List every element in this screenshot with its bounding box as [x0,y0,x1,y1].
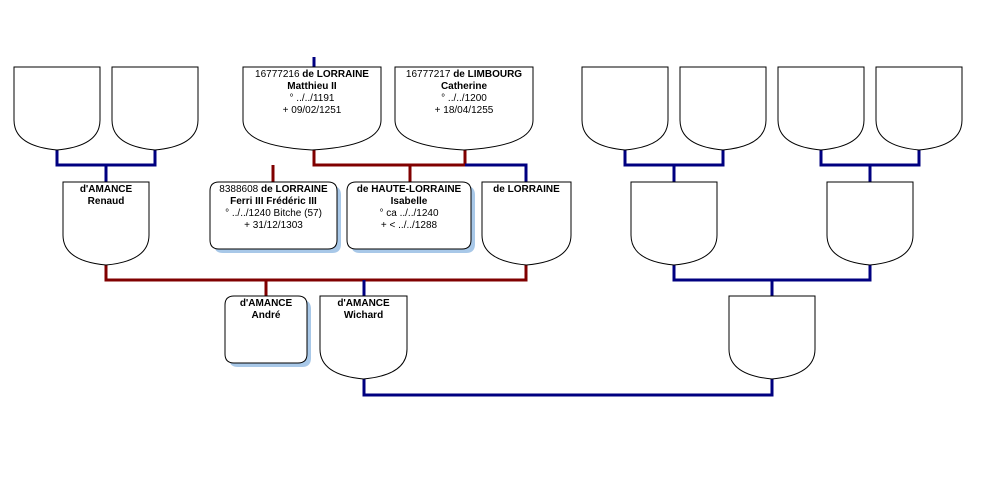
person-matthieu-label: 16777216 de LORRAINE Matthieu II ° ../..… [243,69,381,117]
person-lorraine-label: de LORRAINE [482,184,571,196]
box-lorraine [481,181,572,266]
given-name: Matthieu II [287,81,337,92]
box-outline [394,66,534,151]
box-outline [319,295,408,380]
given-name: Renaud [87,196,125,207]
birth-date: ° ca ../../1240 [379,208,439,219]
box-catherine [394,66,534,151]
box-unknown-9 [728,295,816,380]
person-wichard-label: d'AMANCE Wichard [320,298,407,322]
connector-line [312,150,467,167]
box-unknown-4 [679,66,767,151]
box-outline [111,66,199,151]
death-date: + < ../../1288 [380,220,438,231]
box-outline [242,66,382,151]
box-unknown-1 [13,66,101,151]
box-renaud [62,181,150,266]
birth-date: ° ../../1200 [441,93,487,104]
person-isabelle-label: de HAUTE-LORRAINE Isabelle ° ca ../../12… [347,184,471,232]
given-name: Isabelle [390,196,428,207]
box-outline [728,295,816,380]
sosa-number: 16777217 [405,69,451,80]
connector-line [623,150,725,167]
surname: de LIMBOURG [453,69,523,80]
surname: de LORRAINE [261,184,328,195]
box-outline [630,181,718,266]
given-name: Ferri III Frédéric III [230,196,317,207]
surname: d'AMANCE [337,298,390,309]
surname: de HAUTE-LORRAINE [356,184,462,195]
death-date: + 09/02/1251 [282,105,342,116]
person-renaud-label: d'AMANCE Renaud [63,184,149,208]
box-andre [224,295,311,367]
box-matthieu [242,66,382,151]
given-name: Wichard [343,310,384,321]
surname: d'AMANCE [239,298,293,309]
sosa-number: 8388608 [219,184,259,195]
surname: d'AMANCE [79,184,133,195]
connector-line [672,265,872,282]
given-name: Catherine [440,81,488,92]
connector-lines [55,57,921,397]
connector-line [819,150,921,167]
box-outline [679,66,767,151]
person-catherine-label: 16777217 de LIMBOURG Catherine ° ../../1… [395,69,533,117]
given-name: André [251,310,281,321]
box-outline [581,66,669,151]
box-outline [209,181,338,250]
birth-date: ° ../../1240 Bitche (57) [225,208,322,219]
surname: de LORRAINE [493,184,560,195]
person-ferri-label: 8388608 de LORRAINE Ferri III Frédéric I… [210,184,337,232]
box-unknown-3 [581,66,669,151]
box-unknown-5 [777,66,865,151]
box-ferri [209,181,341,253]
person-andre-label: d'AMANCE André [225,298,307,322]
box-outline [13,66,101,151]
box-outline [224,295,308,364]
connector-line [465,163,528,182]
box-unknown-8 [826,181,914,266]
box-outline [875,66,963,151]
death-date: + 31/12/1303 [244,220,303,231]
connector-line [362,379,774,397]
death-date: + 18/04/1255 [434,105,494,116]
box-wichard [319,295,408,380]
box-outline [481,181,572,266]
box-unknown-7 [630,181,718,266]
sosa-number: 16777216 [255,69,300,80]
surname: de LORRAINE [302,69,369,80]
box-outline [62,181,150,266]
box-unknown-2 [111,66,199,151]
box-outline [346,181,472,250]
box-unknown-6 [875,66,963,151]
box-outline [777,66,865,151]
connector-line [104,265,528,282]
box-isabelle [346,181,475,253]
person-boxes [13,66,963,380]
connector-line [55,150,157,167]
birth-date: ° ../../1191 [289,93,335,104]
box-outline [826,181,914,266]
